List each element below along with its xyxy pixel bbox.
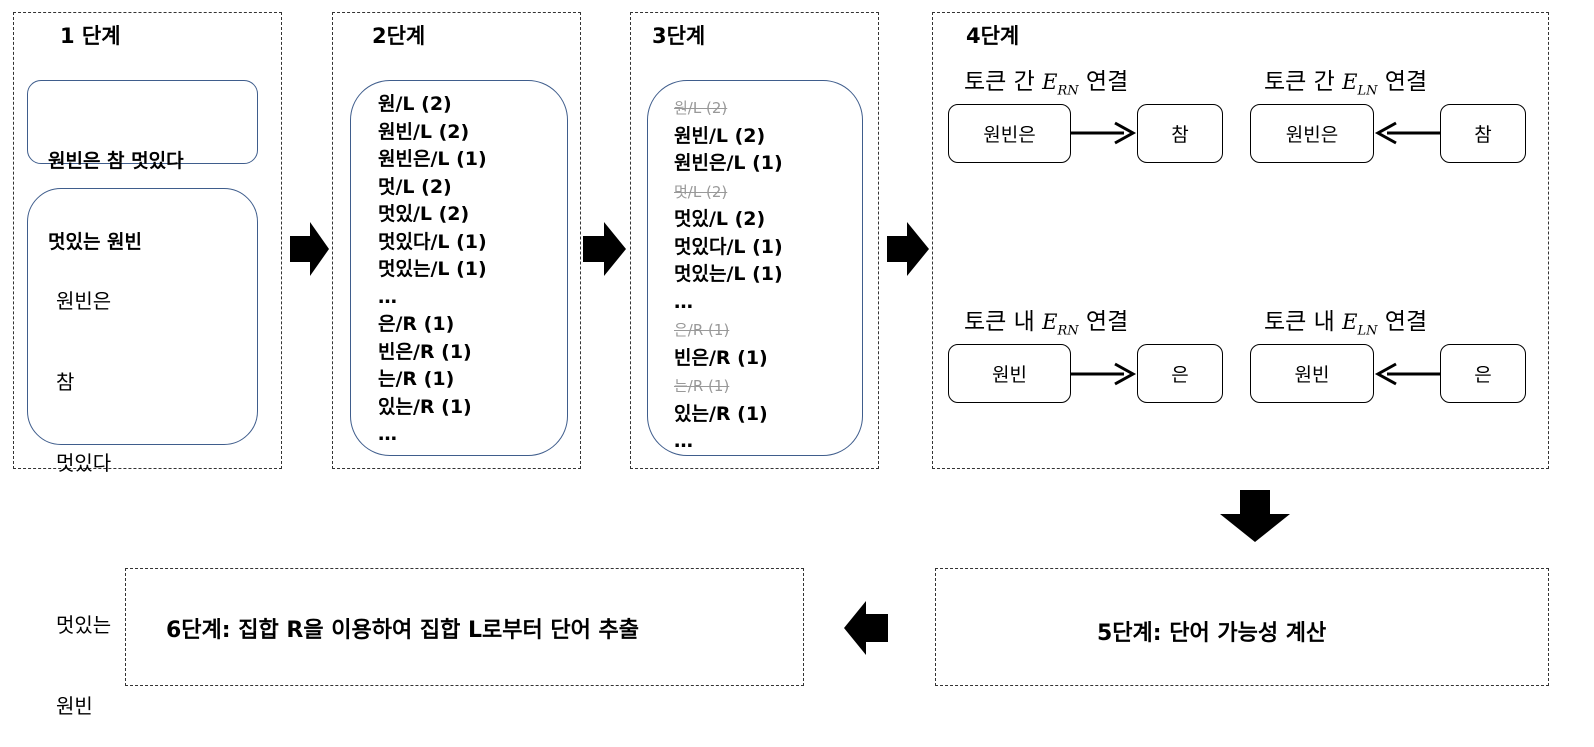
stage-1-title: 1 단계 <box>60 24 121 48</box>
stage-1-panel <box>13 12 282 469</box>
sentence-2: 멋있는 원빈 <box>48 231 143 253</box>
filtered-box <box>647 80 863 456</box>
filtered-item-text: 빈은/R (1) <box>674 346 768 369</box>
filtered-item-text: 는/R (1) <box>674 377 730 395</box>
filtered-item-text: … <box>674 290 693 313</box>
filtered-item-text: 있는/R (1) <box>674 402 768 425</box>
kept-item: 있는/R (1) <box>674 401 783 429</box>
candidate-item: 멋있/L (2) <box>378 203 470 225</box>
filtered-item-text: 멋있다/L (1) <box>674 235 783 258</box>
block-arrow-2-to-3 <box>583 222 626 276</box>
block-arrow-3-to-4 <box>887 222 929 276</box>
node-2-right: 참 <box>1440 104 1526 163</box>
token-3: 멋있다 <box>56 451 112 475</box>
candidate-item: 멋있는/L (1) <box>378 258 487 280</box>
candidate-box <box>350 80 568 456</box>
filtered-item-text: 은/R (1) <box>674 321 730 339</box>
filtered-item-text: 원빈/L (2) <box>674 124 766 147</box>
kept-item: 멋있는/L (1) <box>674 261 783 289</box>
arrow-layer <box>290 121 1440 655</box>
candidate-list: 원/L (2) 원빈/L (2) 원빈은/L (1) 멋/L (2) 멋있/L (2) 멋… <box>378 91 487 449</box>
filtered-item-text: 원빈은/L (1) <box>674 152 783 174</box>
node-3-left: 원빈 <box>948 344 1071 403</box>
block-arrow-1-to-2 <box>290 222 329 276</box>
sentence-list: 원빈은 참 멋있다 멋있는 원빈 <box>48 94 184 283</box>
candidate-item: 는/R (1) <box>378 368 455 390</box>
stage-5-title: 5단계: 단어 가능성 계산 <box>1097 621 1327 646</box>
candidate-item: 원빈은/L (1) <box>378 148 487 170</box>
filtered-item-text: 멋있/L (2) <box>674 208 766 230</box>
edge-label-1: 토큰 간 ERN 연결 <box>964 69 1129 99</box>
candidate-item: 원빈/L (2) <box>378 120 470 143</box>
stage-2-title: 2단계 <box>372 24 426 48</box>
node-4-left: 원빈 <box>1250 344 1374 403</box>
kept-item: 원빈/L (2) <box>674 123 783 151</box>
removed-item: 원/L (2) <box>674 94 783 123</box>
filtered-item-text: 멋있는/L (1) <box>674 263 783 285</box>
stage-6-title: 6단계: 집합 R을 이용하여 집합 L로부터 단어 추출 <box>166 618 639 643</box>
sentence-box <box>27 80 258 164</box>
edge-arrow-4 <box>1374 362 1440 386</box>
token-4: 멋있는 <box>56 613 112 637</box>
edge-arrow-3 <box>1071 362 1137 386</box>
candidate-item: 멋/L (2) <box>378 175 452 198</box>
candidate-item: 멋있다/L (1) <box>378 230 487 253</box>
filtered-list: 원/L (2) 원빈/L (2) 원빈은/L (1) 멋/L (2) 멋있/L (2) 멋… <box>674 94 783 456</box>
candidate-item: 원/L (2) <box>378 93 452 115</box>
candidate-item: 있는/R (1) <box>378 395 472 418</box>
token-1: 원빈은 <box>56 289 112 313</box>
stage-6-panel <box>125 568 804 686</box>
filtered-item-text: 원/L (2) <box>674 99 728 117</box>
filtered-item-text: … <box>674 430 693 452</box>
block-arrow-5-to-6 <box>844 601 888 655</box>
stage-3-panel <box>630 12 879 469</box>
removed-item: 는/R (1) <box>674 372 783 401</box>
stage-3-title: 3단계 <box>652 24 706 48</box>
removed-item: 은/R (1) <box>674 316 783 345</box>
kept-item: … <box>674 289 783 317</box>
edge-arrow-1 <box>1071 121 1137 145</box>
removed-item: 멋/L (2) <box>674 178 783 207</box>
token-2: 참 <box>56 370 75 394</box>
candidate-item: 은/R (1) <box>378 313 455 335</box>
candidate-item: … <box>378 423 397 445</box>
kept-item: … <box>674 428 783 456</box>
node-2-left: 원빈은 <box>1250 104 1374 163</box>
node-1-right: 참 <box>1137 104 1223 163</box>
stage-5-panel <box>935 568 1549 686</box>
kept-item: 원빈은/L (1) <box>674 150 783 178</box>
node-3-right: 은 <box>1137 344 1223 403</box>
token-box <box>27 188 258 445</box>
kept-item: 멋있다/L (1) <box>674 234 783 262</box>
stage-4-title: 4단계 <box>966 24 1020 48</box>
edge-label-2: 토큰 간 ELN 연결 <box>1264 69 1428 99</box>
node-4-right: 은 <box>1440 344 1526 403</box>
node-1-left: 원빈은 <box>948 104 1071 163</box>
block-arrow-4-to-5 <box>1220 490 1290 542</box>
candidate-item: … <box>378 285 397 308</box>
sentence-1: 원빈은 참 멋있다 <box>48 150 184 172</box>
candidate-item: 빈은/R (1) <box>378 340 472 363</box>
kept-item: 빈은/R (1) <box>674 345 783 373</box>
edge-arrow-2 <box>1374 121 1440 145</box>
kept-item: 멋있/L (2) <box>674 206 783 234</box>
stage-4-panel <box>932 12 1549 469</box>
edge-label-4: 토큰 내 ELN 연결 <box>1264 309 1428 339</box>
edge-label-3: 토큰 내 ERN 연결 <box>964 309 1129 339</box>
stage-2-panel <box>332 12 581 469</box>
filtered-item-text: 멋/L (2) <box>674 182 728 201</box>
